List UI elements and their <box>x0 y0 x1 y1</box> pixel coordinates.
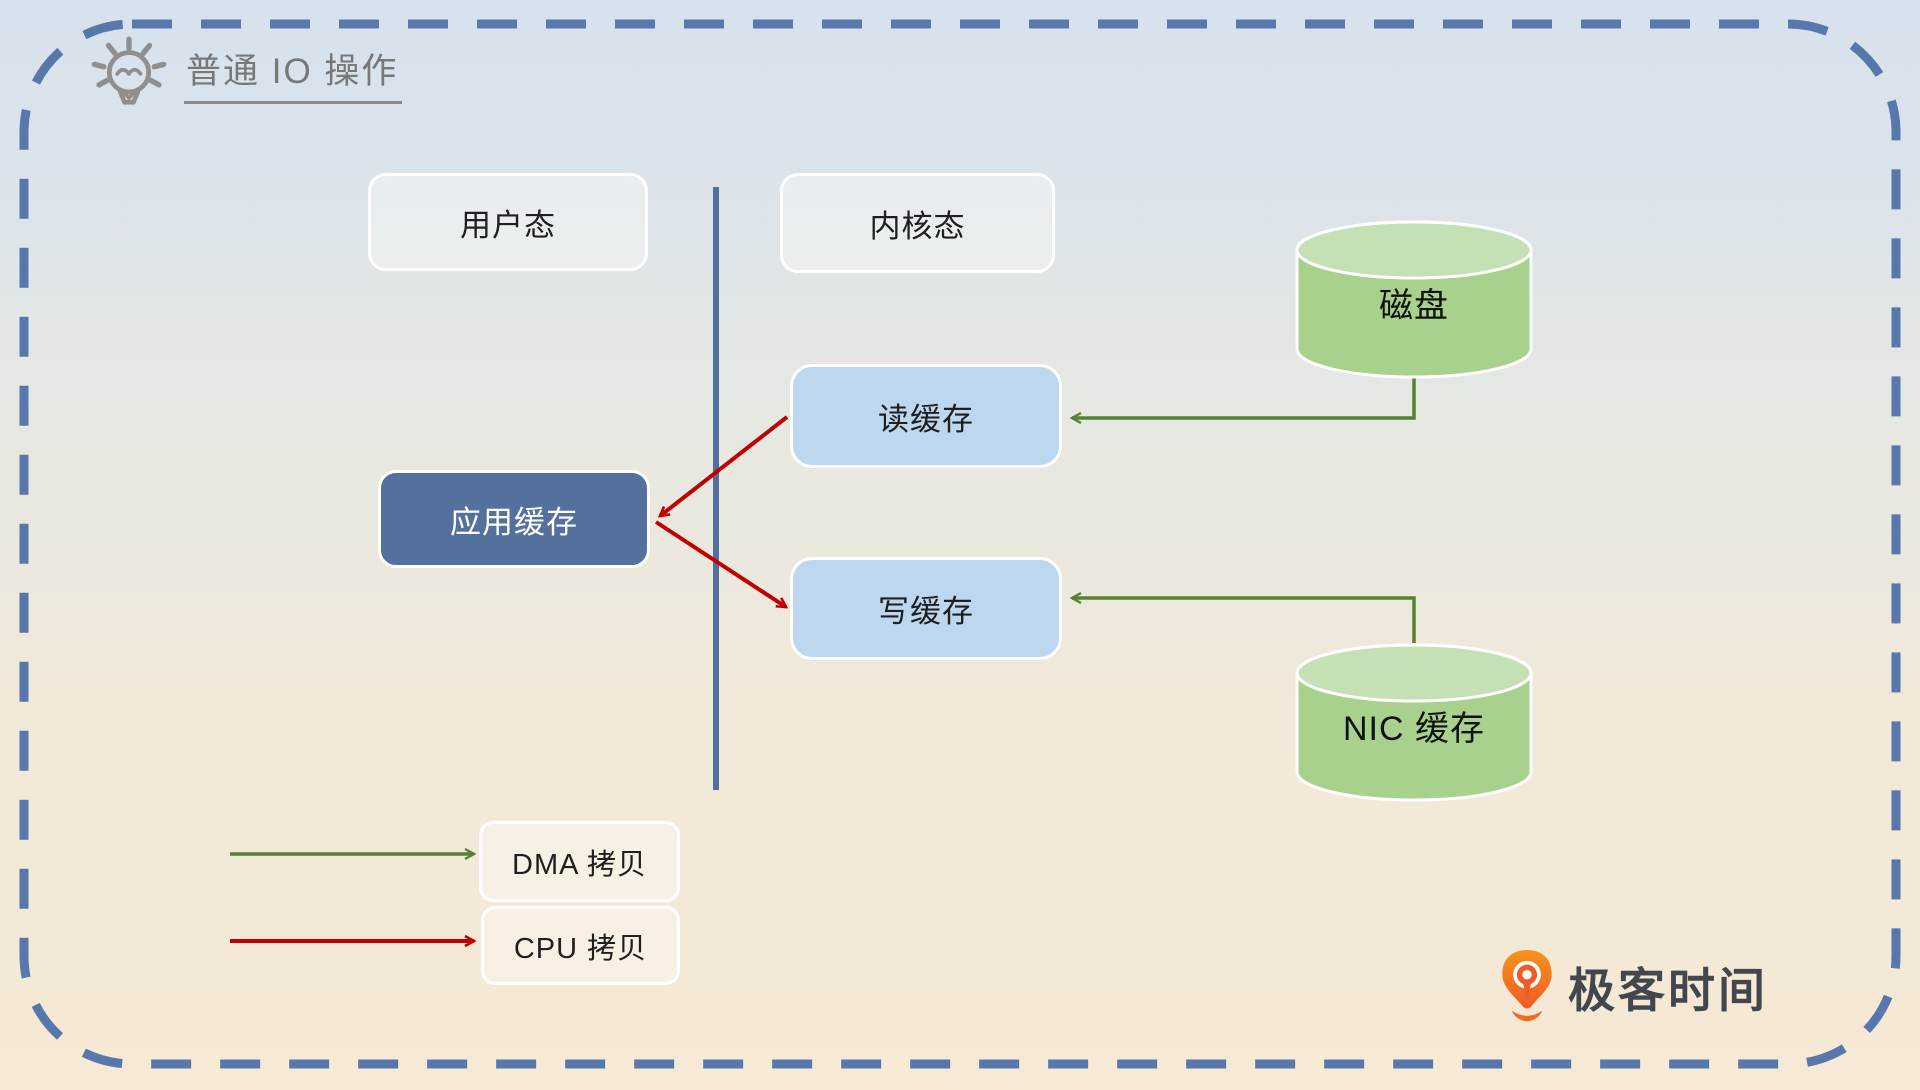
legend-item-dma: DMA 拷贝 <box>479 821 680 902</box>
node-user-mode-label: 用户态 <box>460 207 556 243</box>
legend-cpu-label: CPU 拷贝 <box>513 932 648 965</box>
lightbulb-icon <box>91 36 167 105</box>
node-disk-label: 磁盘 <box>1379 287 1449 325</box>
nic-cylinder-icon <box>1295 643 1533 802</box>
edge-read-cache-to-app-cache <box>660 415 789 516</box>
edge-nic-to-write-cache <box>1072 598 1416 643</box>
node-app-cache: 应用缓存 <box>378 470 650 568</box>
node-app-cache-label: 应用缓存 <box>450 504 578 540</box>
node-nic-cache-label: NIC 缓存 <box>1343 710 1485 748</box>
edge-app-cache-to-write-cache <box>654 520 786 609</box>
geektime-logo-icon <box>1502 950 1552 1022</box>
disk-cylinder-icon <box>1295 220 1533 379</box>
node-read-cache: 读缓存 <box>790 364 1062 468</box>
node-user-mode: 用户态 <box>368 173 648 271</box>
brand-logo: 极客时间 <box>1498 948 1768 1024</box>
node-write-cache-label: 写缓存 <box>878 594 974 629</box>
brand-logo-text: 极客时间 <box>1568 963 1768 1017</box>
node-disk: 磁盘 <box>1294 220 1534 380</box>
page-title: 普通 IO 操作 <box>184 51 403 104</box>
node-kernel-mode: 内核态 <box>780 173 1055 273</box>
node-nic-cache: NIC 缓存 <box>1294 643 1534 803</box>
edge-disk-to-read-cache <box>1072 378 1416 418</box>
node-kernel-mode-label: 内核态 <box>869 208 966 244</box>
diagram-title: 普通 IO 操作 <box>88 36 403 118</box>
node-read-cache-label: 读缓存 <box>878 401 974 437</box>
node-write-cache: 写缓存 <box>790 557 1062 660</box>
legend-dma-label: DMA 拷贝 <box>512 848 647 881</box>
legend-item-cpu: CPU 拷贝 <box>481 906 680 985</box>
